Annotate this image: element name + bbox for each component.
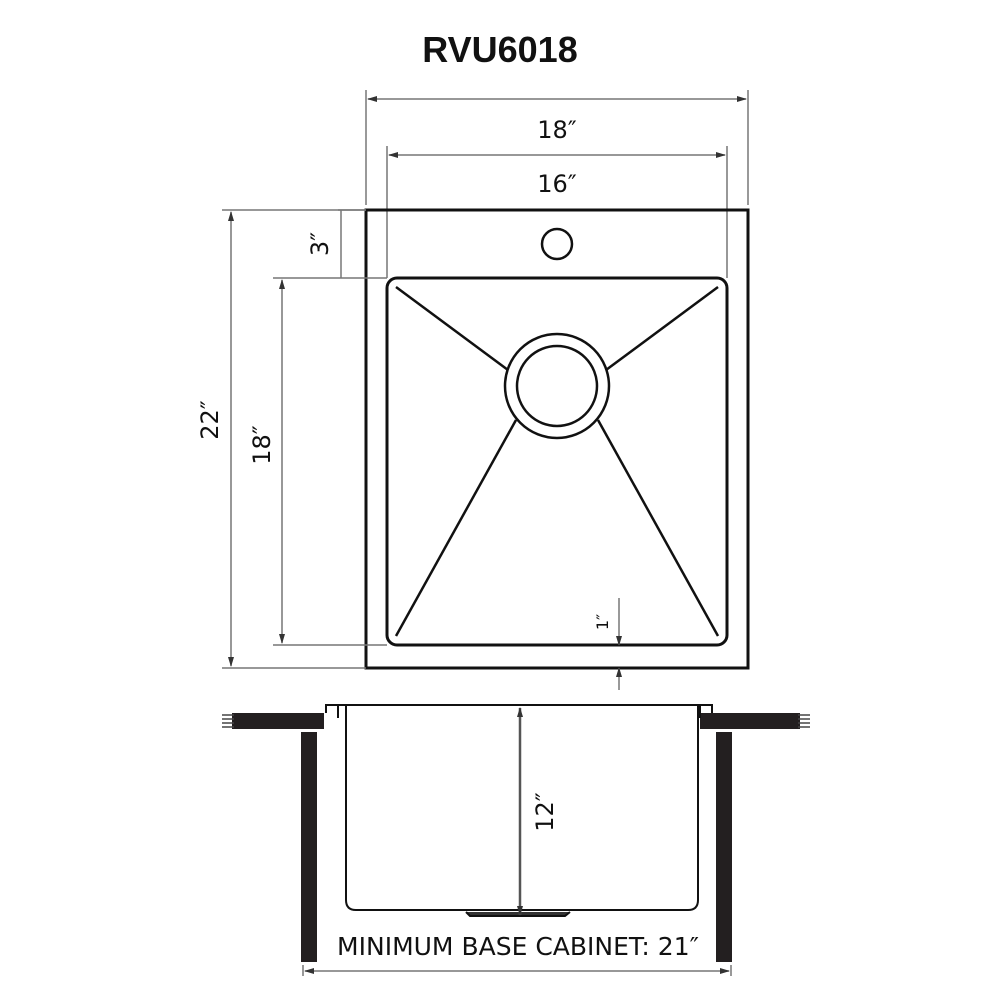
cabinet-width-dimension xyxy=(302,965,732,976)
sink-basin xyxy=(385,276,729,647)
deck-depth-dimension: 3″ xyxy=(273,209,387,279)
left-countertop xyxy=(222,713,324,962)
front-rim-dimension: 1″ xyxy=(593,598,622,690)
right-countertop xyxy=(700,713,810,962)
front-rim-label: 1″ xyxy=(593,614,612,630)
cabinet-label: MINIMUM BASE CABINET: 21″ xyxy=(337,932,699,961)
left-cabinet-wall xyxy=(301,732,317,962)
faucet-hole-icon xyxy=(540,227,574,261)
basin-slope-lines xyxy=(394,285,720,637)
inner-width-label: 16″ xyxy=(537,170,577,198)
depth-dimension: 12″ xyxy=(517,707,559,916)
right-cabinet-wall xyxy=(716,732,732,962)
inner-width-dimension: 16″ xyxy=(386,146,728,278)
side-view: 12″ MINIMUM BASE CABINET: 21″ xyxy=(222,704,810,976)
outer-width-dimension: 18″ xyxy=(365,90,749,205)
outer-length-dimension: 22″ xyxy=(196,209,366,669)
model-title: RVU6018 xyxy=(422,29,577,70)
depth-label: 12″ xyxy=(531,792,559,832)
drain-icon xyxy=(503,332,611,440)
deck-depth-label: 3″ xyxy=(306,232,334,256)
sink-outer-rim xyxy=(364,208,750,670)
outer-length-label: 22″ xyxy=(196,400,224,440)
top-view: 18″ 16″ 3 xyxy=(196,90,750,690)
inner-length-label: 18″ xyxy=(248,425,276,465)
inner-length-dimension: 18″ xyxy=(248,279,387,646)
outer-width-label: 18″ xyxy=(537,116,577,144)
